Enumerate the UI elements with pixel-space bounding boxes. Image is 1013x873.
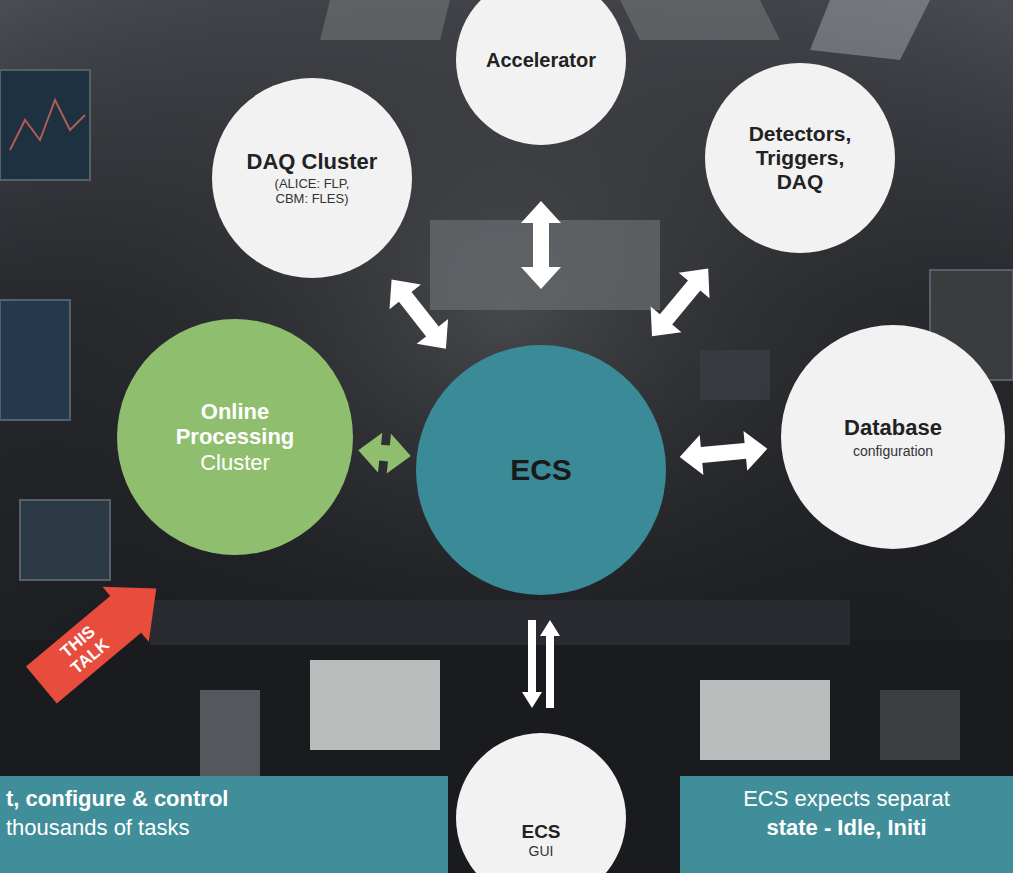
note-panel: ECS expects separat state - Idle, Initi [680, 776, 1013, 873]
node-title: ECS [510, 453, 572, 488]
node-title: t, configure & control [6, 786, 228, 811]
double-arrow [522, 620, 560, 708]
double-arrow [651, 269, 710, 337]
arrow-shape [651, 269, 710, 337]
arrow-shape [521, 201, 561, 289]
node-title: ECS expects separat [743, 786, 950, 811]
double-arrow [521, 201, 561, 289]
daq-cluster-circle: DAQ Cluster (ALICE: FLP, CBM: FLES) [212, 78, 412, 278]
database-circle: Database configuration [781, 325, 1005, 549]
double-arrow [358, 433, 411, 474]
arrow-shape [522, 620, 542, 708]
node-subtitle: (ALICE: FLP, CBM: FLES) [257, 177, 367, 207]
arrow-shape [358, 433, 411, 474]
double-arrow [680, 431, 768, 475]
arrow-shape [540, 620, 560, 708]
node-subtitle: state - Idle, Initi [766, 815, 926, 840]
callout-label: THIS TALK [43, 610, 126, 688]
accelerator-circle: Accelerator [456, 0, 626, 145]
node-subtitle: thousands of tasks [6, 815, 189, 840]
ecs-circle: ECS [416, 345, 666, 595]
node-title: ECS [521, 821, 560, 843]
node-subtitle: configuration [853, 443, 933, 459]
node-title: Database [844, 415, 942, 440]
node-title: Detectors, Triggers, DAQ [735, 122, 865, 194]
node-title: Accelerator [486, 49, 596, 72]
online-processing-circle: Online ProcessingCluster [117, 319, 353, 555]
node-subtitle: Cluster [200, 450, 270, 475]
note-panel: t, configure & control thousands of tasks [0, 776, 448, 873]
detectors-circle: Detectors, Triggers, DAQ [705, 63, 895, 253]
ecs-gui-circle: ECSGUI [456, 733, 626, 873]
circle-outline [456, 0, 626, 145]
node-title: DAQ Cluster [247, 149, 378, 174]
node-title: Online Processing [170, 399, 300, 450]
arrow-shape [390, 280, 449, 349]
arrow-shape [680, 431, 768, 475]
node-subtitle: GUI [529, 843, 554, 859]
double-arrow [390, 280, 449, 349]
